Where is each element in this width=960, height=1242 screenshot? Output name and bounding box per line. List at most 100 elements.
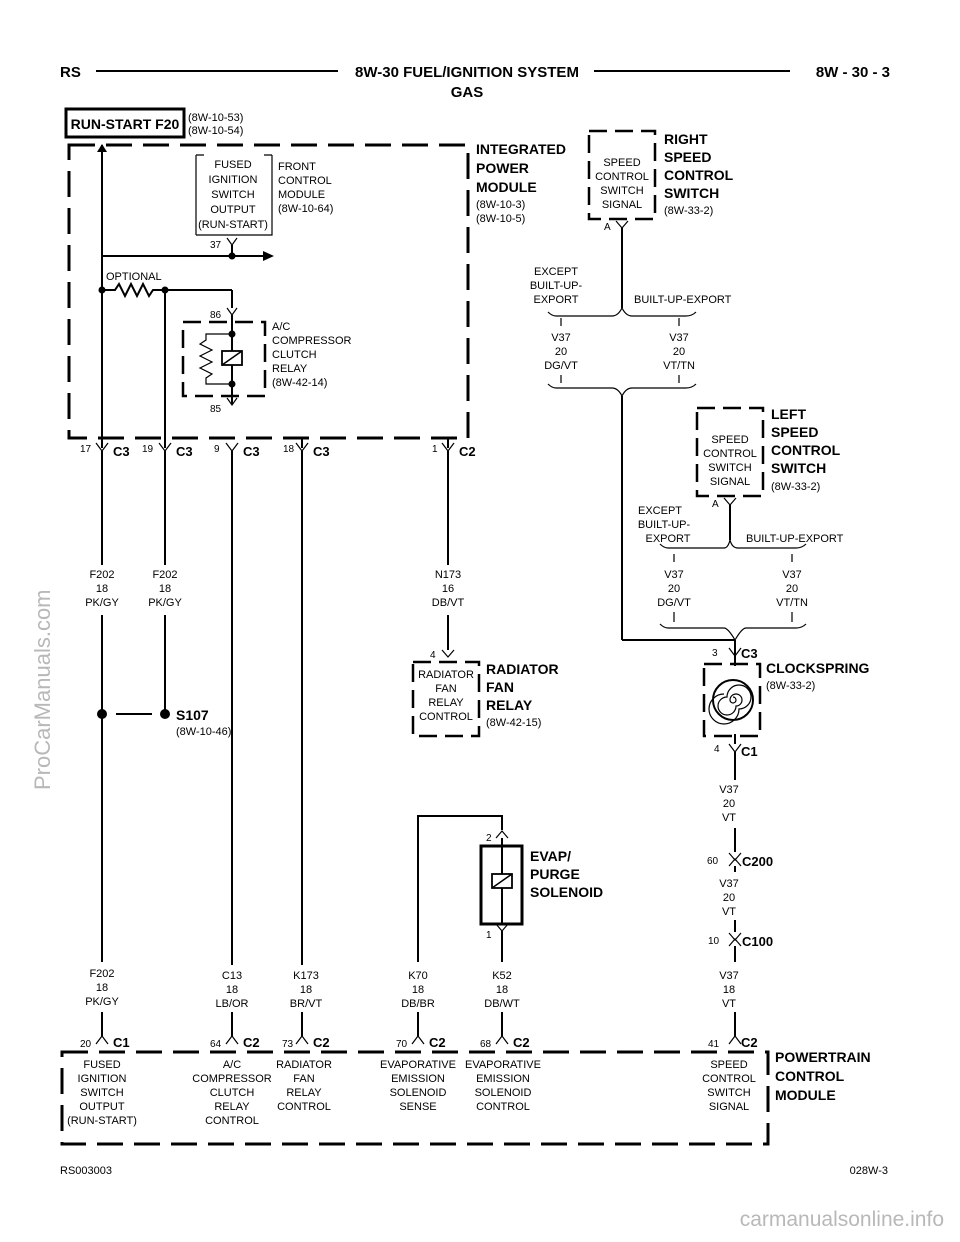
wire-color: DG/VT [657,597,691,609]
header-subtitle: GAS [451,84,484,101]
wire-code: N173 [435,569,461,581]
evap-top-connector [495,830,509,839]
pcm-pin-20: 20 C1 FUSED IGNITION SWITCH OUTPUT (RUN-… [67,1035,137,1127]
wire-label-f202-a: F202 18 PK/GY [85,569,119,609]
wire-code: V37 [719,784,739,796]
right-switch-pin: A [604,222,611,233]
clockspring-title: CLOCKSPRING [766,660,870,676]
left-switch-connector [723,497,737,506]
pcm-title-2: CONTROL [775,1068,845,1084]
relay-suppression-resistor [198,333,232,385]
connector-symbol [295,1035,309,1045]
pcm-title-3: MODULE [775,1087,836,1103]
wire-gauge: 20 [723,798,735,810]
relay-pin-85-connector [226,397,238,407]
wire-color: VT [722,812,736,824]
ipm-ref-2: (8W-10-5) [476,213,525,225]
wire-color: LB/OR [215,998,248,1010]
optional-resistor [102,281,232,299]
wire-gauge: 18 [159,583,171,595]
right-built-up: BUILT-UP-EXPORT [634,294,732,306]
pin-label: CONTROL [277,1101,331,1113]
right-switch-title-3: CONTROL [664,167,734,183]
clockspring-out-connector [728,743,742,753]
pin-number: 20 [80,1039,92,1050]
wire-code: V37 [782,569,802,581]
pcm-pin-41: 41 C2 SPEED CONTROL SWITCH SIGNAL [702,1035,758,1113]
pin-number: 70 [396,1039,408,1050]
wire-code: C13 [222,970,242,982]
ipm-fused-output-bracket [195,154,273,236]
connector-symbol [495,1035,509,1045]
pin-label: SWITCH [80,1087,123,1099]
c100-pin: 10 [708,936,720,947]
wire-code: F202 [89,968,114,980]
pin-label: EMISSION [476,1073,530,1085]
pcm-pin-68: 68 C2 EVAPORATIVE EMISSION SOLENOID CONT… [465,1035,541,1113]
ipm-pin-37-connector [226,237,238,247]
run-start-ref-2: (8W-10-54) [188,125,243,137]
watermark-side: ProCarManuals.com [30,589,55,790]
wire-gauge: 18 [300,984,312,996]
pin-number: 64 [210,1039,222,1050]
left-switch-pin: A [712,499,719,510]
ipm-title-2: POWER [476,160,529,176]
wire-color: VT/TN [776,597,808,609]
wire-color: DB/BR [401,998,435,1010]
right-switch-ref: (8W-33-2) [664,205,713,217]
footer-right: 028W-3 [850,1165,888,1177]
clockspring-coil [712,679,754,721]
left-switch-ref: (8W-33-2) [771,481,820,493]
wire-label-left-a: V37 20 DG/VT [657,569,691,609]
connector-name: C3 [313,444,330,459]
wire-label-k52: K52 18 DB/WT [484,970,520,1010]
relay-label-5: (8W-42-14) [272,377,327,389]
pin-label: CONTROL [476,1101,530,1113]
splice-s107-left [97,709,107,719]
radiator-relay-ref: (8W-42-15) [486,717,541,729]
left-switch-title-4: SWITCH [771,460,826,476]
wire-code: V37 [551,332,571,344]
c100-connector [728,932,742,947]
right-switch-box-3: SWITCH [600,185,643,197]
pin-number: 18 [283,444,295,455]
relay-label-1: A/C [272,321,290,333]
wire-label-f202-pcm: F202 18 PK/GY [85,968,119,1008]
run-start-fuse-label: RUN-START F20 [71,116,180,132]
relay-pin-86-connector [226,307,238,317]
right-switch-title-1: RIGHT [664,131,708,147]
wire-color: DG/VT [544,360,578,372]
c200-connector [728,852,742,867]
left-switch-box [695,406,765,498]
pin-number: 41 [708,1039,720,1050]
left-switch-box-3: SWITCH [708,462,751,474]
pin-label: EMISSION [391,1073,445,1085]
evap-coil-slash [491,873,513,889]
arrow-right [263,251,274,261]
wire-code: V37 [664,569,684,581]
pin-number: 19 [142,444,154,455]
ipm-box [67,143,470,440]
wire-color: VT [722,998,736,1010]
clockspring-pin-out: 4 [714,744,720,755]
right-switch-title-4: SWITCH [664,185,719,201]
footer-left: RS003003 [60,1165,112,1177]
ipm-front-control-2: CONTROL [278,175,332,187]
relay-pin-85: 85 [210,404,222,415]
right-switch-connector [615,220,629,229]
left-except-3: EXPORT [645,533,690,545]
wire-color: VT [722,906,736,918]
ipm-connector-c3-18: 18 C3 [283,442,330,459]
pin-label: FUSED [83,1059,120,1071]
connector-name: C2 [513,1035,530,1050]
connector-name: C2 [313,1035,330,1050]
wire-code: K52 [492,970,512,982]
ipm-front-control-3: MODULE [278,189,325,201]
wire-label-k70: K70 18 DB/BR [401,970,435,1010]
left-switch-title-1: LEFT [771,406,806,422]
wire-gauge: 20 [673,346,685,358]
pin-number: 17 [80,444,92,455]
connector-name: C3 [243,444,260,459]
pcm-pin-64: 64 C2 A/C COMPRESSOR CLUTCH RELAY CONTRO… [192,1035,272,1127]
